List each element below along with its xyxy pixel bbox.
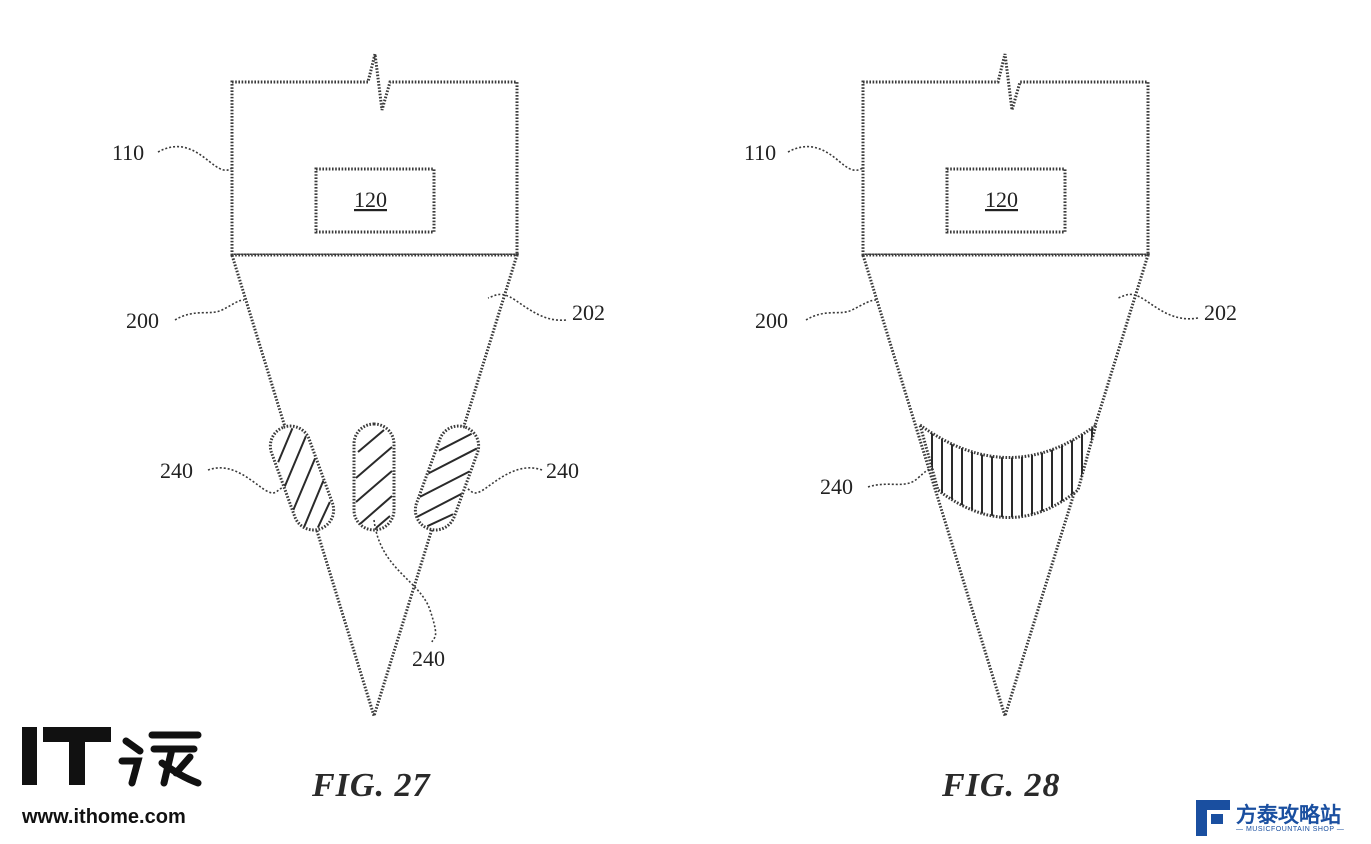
label-202: 202 xyxy=(1204,300,1237,325)
figure-28: 110 120 200 202 240 FIG. 28 xyxy=(744,53,1237,804)
label-202: 202 xyxy=(572,300,605,325)
figure-27: 110 120 200 202 240 240 240 FIG. 27 xyxy=(112,53,605,804)
label-120: 120 xyxy=(985,187,1018,212)
label-240-right: 240 xyxy=(546,458,579,483)
module-120 xyxy=(945,167,1067,234)
sensor-240-right xyxy=(413,424,481,532)
label-240-center: 240 xyxy=(412,646,445,671)
label-240-left: 240 xyxy=(160,458,193,483)
label-120: 120 xyxy=(354,187,387,212)
ithome-url: www.ithome.com xyxy=(22,806,186,828)
module-120 xyxy=(314,167,436,234)
label-110: 110 xyxy=(744,140,776,165)
fangtai-name: 方泰攻略站 xyxy=(1236,802,1341,827)
sensor-240-center xyxy=(352,422,396,532)
label-110: 110 xyxy=(112,140,144,165)
figure-28-caption: FIG. 28 xyxy=(941,767,1060,804)
sensor-240-left xyxy=(268,424,336,532)
fangtai-logo: 方泰攻略站 — MUSICFOUNTAIN SHOP — xyxy=(1196,800,1344,836)
label-200: 200 xyxy=(126,308,159,333)
figure-27-caption: FIG. 27 xyxy=(311,767,431,804)
label-200: 200 xyxy=(755,308,788,333)
ithome-logo xyxy=(22,727,202,796)
label-240-band: 240 xyxy=(820,474,853,499)
ithome-logo-mark xyxy=(22,727,202,787)
fangtai-logo-icon xyxy=(1196,800,1230,836)
fangtai-tagline: — MUSICFOUNTAIN SHOP — xyxy=(1236,825,1345,833)
